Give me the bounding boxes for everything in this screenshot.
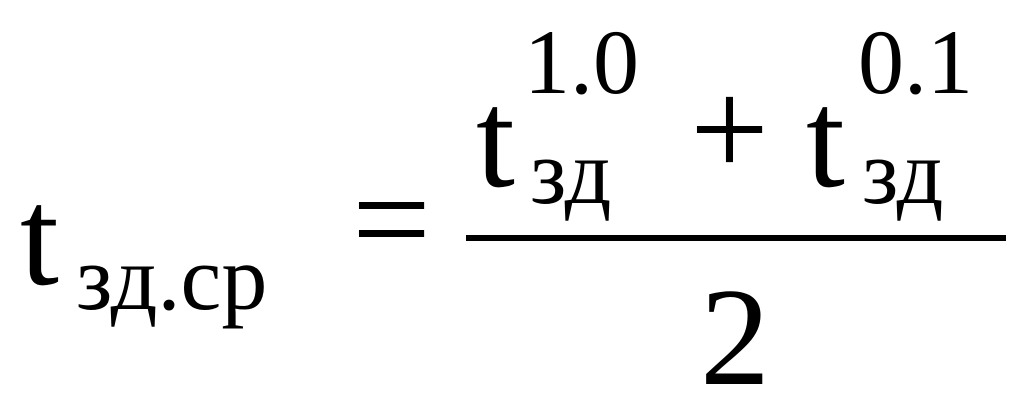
denominator: 2 [700,260,770,415]
numerator-term1-superscript: 1.0 [524,11,639,113]
fraction-bar [466,235,1006,241]
numerator-term2-subscript: зд [862,121,944,223]
numerator-term1-subscript: зд [530,121,612,223]
numerator-term2-superscript: 0.1 [858,11,973,113]
equals-sign: = [352,142,431,297]
numerator-term1-base: t [476,62,515,217]
numerator-term2-base: t [806,62,845,217]
lhs-subscript: зд.ср [76,227,268,329]
plus-operator: + [690,52,769,207]
lhs-base: t [20,160,59,315]
